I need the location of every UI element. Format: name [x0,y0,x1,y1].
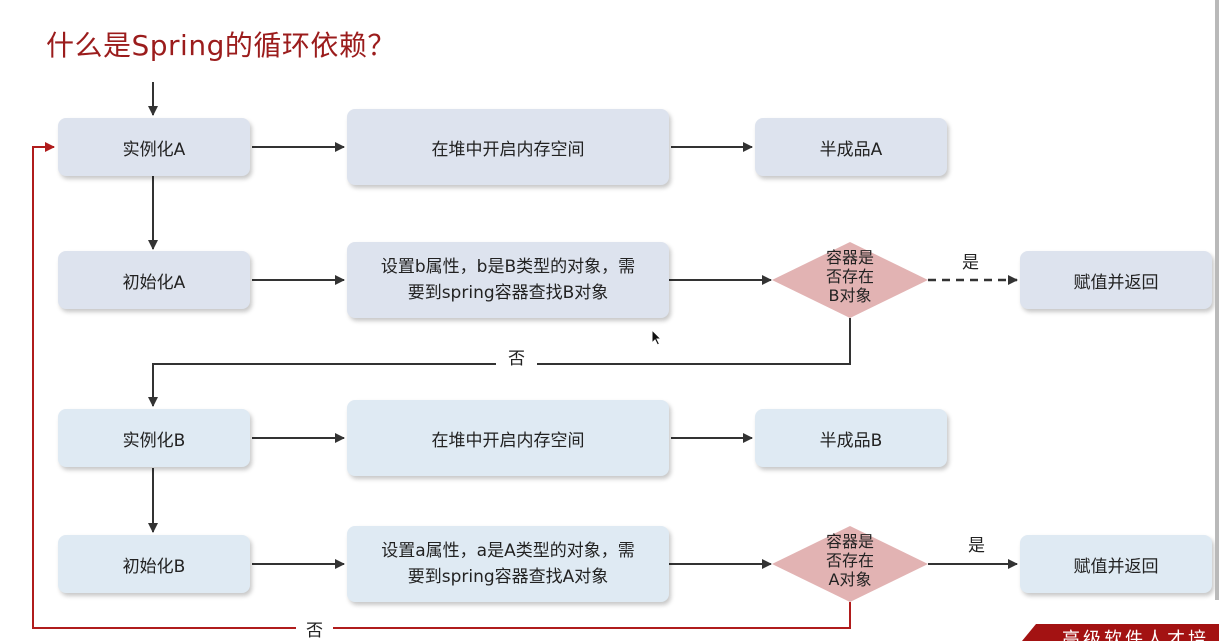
arrow-decision-a-no-loop [32,142,851,629]
set-a-property-node: 设置a属性，a是A类型的对象，需 要到spring容器查找A对象 [347,526,669,602]
heap-alloc-b-node: 在堆中开启内存空间 [347,400,669,476]
decision-b-line2: 否存在 [825,267,874,286]
set-b-line2: 要到spring容器查找B对象 [407,283,609,303]
set-a-line2: 要到spring容器查找A对象 [407,567,609,587]
footer-text: 高级软件人才培 [1062,629,1209,641]
decision-a-diamond [772,526,928,602]
half-product-a-label: 半成品A [819,139,883,160]
half-product-a-node: 半成品A [755,118,947,176]
page-title: 什么是Spring的循环依赖？ [46,29,396,62]
set-b-property-node: 设置b属性，b是B类型的对象，需 要到spring容器查找B对象 [347,242,669,318]
assign-return-b-node: 赋值并返回 [1020,535,1212,593]
set-b-line1: 设置b属性，b是B类型的对象，需 [380,257,636,277]
instantiate-a-label: 实例化A [122,139,186,160]
decision-a-line3: A对象 [828,570,872,589]
heap-alloc-b-label: 在堆中开启内存空间 [431,430,585,451]
init-a-label: 初始化A [122,272,186,293]
no-label-2: 否 [296,616,333,641]
decision-a-line2: 否存在 [825,551,874,570]
decision-b-text: 容器是 否存在 B对象 [800,248,900,305]
instantiate-b-label: 实例化B [122,430,186,451]
yes-label-2: 是 [964,531,989,556]
init-a-node: 初始化A [58,251,250,309]
decision-a-text: 容器是 否存在 A对象 [800,532,900,589]
half-product-b-node: 半成品B [755,409,947,467]
assign-return-a-node: 赋值并返回 [1020,251,1212,309]
no-label-1: 否 [496,344,537,369]
footer-banner: 高级软件人才培 [1022,624,1219,641]
assign-return-b-label: 赋值并返回 [1073,556,1159,577]
yes-label-1: 是 [958,248,983,273]
half-product-b-label: 半成品B [819,430,883,451]
decision-b-diamond [772,242,928,318]
init-b-node: 初始化B [58,535,250,593]
decision-a-line1: 容器是 [825,532,874,551]
init-b-label: 初始化B [122,556,186,577]
set-a-line1: 设置a属性，a是A类型的对象，需 [381,541,635,561]
heap-alloc-a-node: 在堆中开启内存空间 [347,109,669,185]
instantiate-b-node: 实例化B [58,409,250,467]
instantiate-a-node: 实例化A [58,118,250,176]
window-edge [1215,0,1219,600]
assign-return-a-label: 赋值并返回 [1073,272,1159,293]
mouse-pointer-icon [651,329,663,346]
decision-b-line1: 容器是 [825,248,874,267]
heap-alloc-a-label: 在堆中开启内存空间 [431,139,585,160]
decision-b-line3: B对象 [828,286,872,305]
